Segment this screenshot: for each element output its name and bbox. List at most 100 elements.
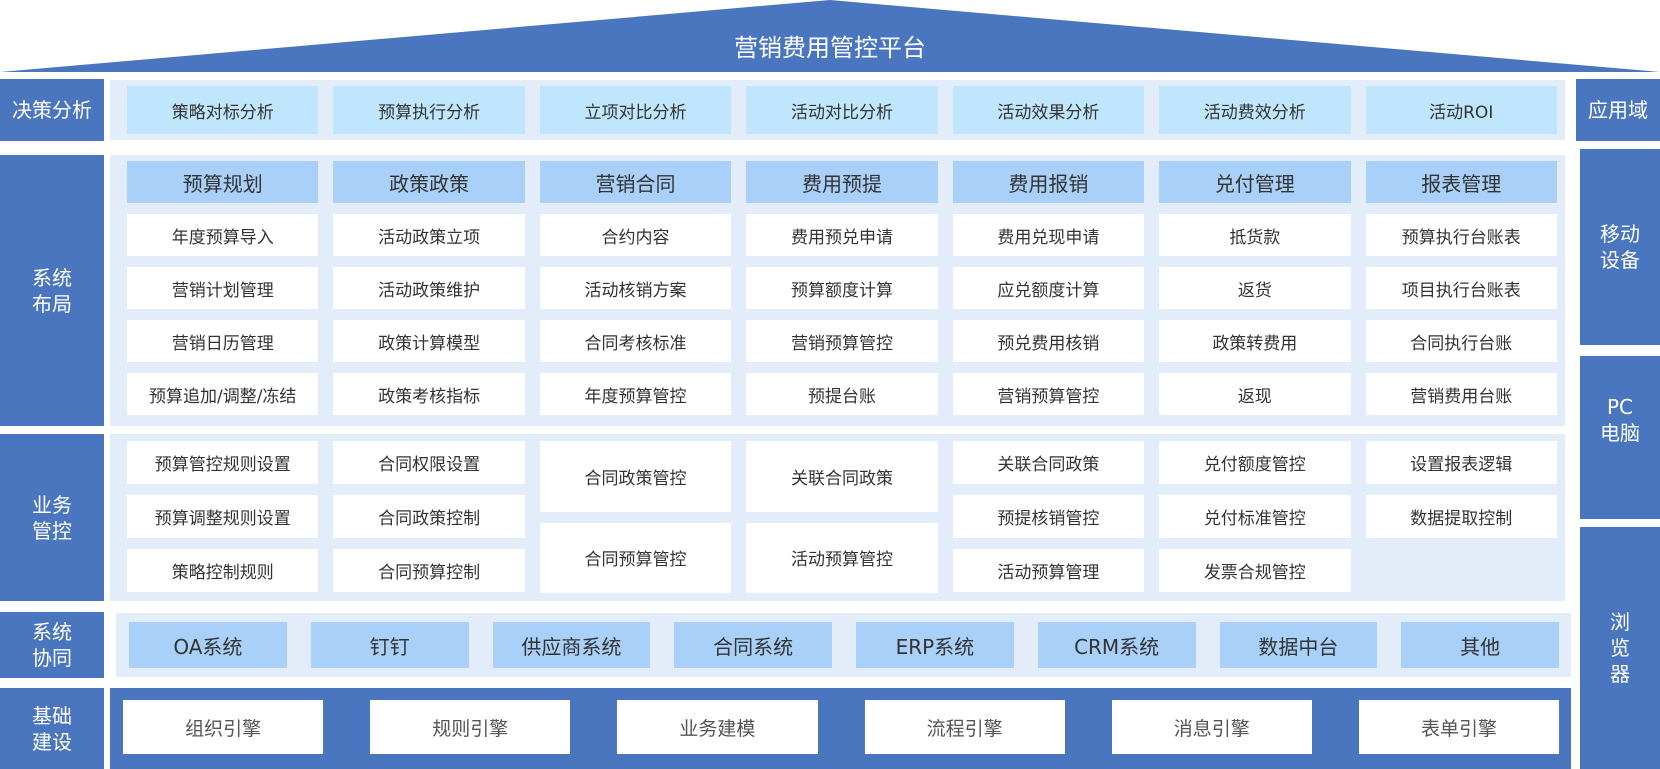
layout-item: 预兑费用核销 xyxy=(952,320,1145,362)
layout-item: 预算执行台账表 xyxy=(1365,214,1557,256)
layout-column-header: 营销合同 xyxy=(539,161,732,203)
layout-item: 营销计划管理 xyxy=(127,267,319,309)
layout-item: 年度预算管控 xyxy=(539,373,732,415)
layout-item: 活动政策立项 xyxy=(333,214,525,256)
decision-item: 活动ROI xyxy=(1365,86,1557,134)
control-item: 兑付额度管控 xyxy=(1159,441,1351,484)
base-panel xyxy=(110,688,1571,769)
control-column: 关联合同政策活动预算管控 xyxy=(746,441,938,593)
layout-item: 返现 xyxy=(1159,373,1351,415)
control-item: 合同预算控制 xyxy=(333,549,525,592)
layout-column: 营销合同合约内容活动核销方案合同考核标准年度预算管控 xyxy=(539,161,732,421)
control-item: 合同权限设置 xyxy=(333,441,525,484)
decision-row: 策略对标分析 预算执行分析 立项对比分析 活动对比分析 活动效果分析 活动费效分… xyxy=(127,86,1557,134)
layout-item: 营销日历管理 xyxy=(127,320,319,362)
control-grid: 预算管控规则设置预算调整规则设置策略控制规则合同权限设置合同政策控制合同预算控制… xyxy=(127,441,1557,593)
layout-item: 应兑额度计算 xyxy=(952,267,1145,309)
sync-item: 钉钉 xyxy=(310,622,469,668)
sync-item: 合同系统 xyxy=(674,622,832,668)
row-label-sync: 系统 协同 xyxy=(0,612,104,678)
row-label-control: 业务 管控 xyxy=(0,434,104,601)
base-item: 业务建模 xyxy=(617,700,818,754)
layout-grid: 预算规划年度预算导入营销计划管理营销日历管理预算追加/调整/冻结政策政策活动政策… xyxy=(127,161,1557,421)
base-item: 规则引擎 xyxy=(370,700,571,754)
layout-column-header: 政策政策 xyxy=(333,161,525,203)
control-item: 设置报表逻辑 xyxy=(1365,441,1557,484)
layout-item: 年度预算导入 xyxy=(127,214,319,256)
layout-item: 预算额度计算 xyxy=(746,267,938,309)
base-row: 组织引擎 规则引擎 业务建模 流程引擎 消息引擎 表单引擎 xyxy=(123,700,1560,754)
control-column: 合同权限设置合同政策控制合同预算控制 xyxy=(333,441,525,593)
sync-row: OA系统 钉钉 供应商系统 合同系统 ERP系统 CRM系统 数据中台 其他 xyxy=(129,622,1559,668)
layout-item: 营销费用台账 xyxy=(1365,373,1557,415)
layout-item: 抵货款 xyxy=(1159,214,1351,256)
control-item: 关联合同政策 xyxy=(746,441,938,512)
control-item: 活动预算管理 xyxy=(952,549,1145,592)
control-item: 数据提取控制 xyxy=(1365,495,1557,538)
control-item: 合同预算管控 xyxy=(539,522,732,593)
decision-item: 预算执行分析 xyxy=(333,86,525,134)
control-item: 发票合规管控 xyxy=(1159,549,1351,592)
layout-column-header: 报表管理 xyxy=(1365,161,1557,203)
sync-item: ERP系统 xyxy=(856,622,1014,668)
layout-column-header: 费用报销 xyxy=(952,161,1145,203)
control-column: 兑付额度管控兑付标准管控发票合规管控 xyxy=(1159,441,1351,593)
control-column: 关联合同政策预提核销管控活动预算管理 xyxy=(952,441,1145,593)
decision-item: 活动对比分析 xyxy=(746,86,938,134)
layout-item: 营销预算管控 xyxy=(746,320,938,362)
base-item: 消息引擎 xyxy=(1111,700,1312,754)
layout-item: 营销预算管控 xyxy=(952,373,1145,415)
app-pc: PC 电脑 xyxy=(1580,356,1660,519)
layout-item: 活动政策维护 xyxy=(333,267,525,309)
app-mobile: 移动 设备 xyxy=(1580,149,1660,345)
control-item: 合同政策管控 xyxy=(539,441,732,512)
control-column: 设置报表逻辑数据提取控制 xyxy=(1365,441,1557,593)
app-domain-label: 应用域 xyxy=(1576,79,1660,141)
base-item: 组织引擎 xyxy=(123,700,324,754)
row-label-layout: 系统 布局 xyxy=(0,155,104,426)
control-item: 兑付标准管控 xyxy=(1159,495,1351,538)
base-item: 流程引擎 xyxy=(864,700,1065,754)
control-column: 合同政策管控合同预算管控 xyxy=(539,441,732,593)
layout-column: 兑付管理抵货款返货政策转费用返现 xyxy=(1159,161,1351,421)
layout-column-header: 兑付管理 xyxy=(1159,161,1351,203)
layout-item: 合同执行台账 xyxy=(1365,320,1557,362)
sync-item: 供应商系统 xyxy=(492,622,651,668)
control-item: 预算管控规则设置 xyxy=(127,441,319,484)
control-item: 合同政策控制 xyxy=(333,495,525,538)
layout-item: 预提台账 xyxy=(746,373,938,415)
layout-item: 费用预兑申请 xyxy=(746,214,938,256)
sync-item: CRM系统 xyxy=(1037,622,1196,668)
control-item: 活动预算管控 xyxy=(746,522,938,593)
layout-column: 报表管理预算执行台账表项目执行台账表合同执行台账营销费用台账 xyxy=(1365,161,1557,421)
platform-title: 营销费用管控平台 xyxy=(734,34,926,62)
control-item: 关联合同政策 xyxy=(952,441,1145,484)
layout-item: 政策转费用 xyxy=(1159,320,1351,362)
layout-item: 费用兑现申请 xyxy=(952,214,1145,256)
app-browser: 浏 览 器 xyxy=(1580,527,1660,769)
row-label-base: 基础 建设 xyxy=(0,688,104,769)
sync-item: 其他 xyxy=(1401,622,1559,668)
layout-item: 政策计算模型 xyxy=(333,320,525,362)
layout-item: 预算追加/调整/冻结 xyxy=(127,373,319,415)
row-label-decision: 决策分析 xyxy=(0,79,104,141)
decision-item: 活动费效分析 xyxy=(1159,86,1351,134)
control-item: 预算调整规则设置 xyxy=(127,495,319,538)
base-item: 表单引擎 xyxy=(1358,700,1560,754)
layout-column-header: 预算规划 xyxy=(127,161,319,203)
layout-column: 政策政策活动政策立项活动政策维护政策计算模型政策考核指标 xyxy=(333,161,525,421)
control-item: 预提核销管控 xyxy=(952,495,1145,538)
layout-item: 返货 xyxy=(1159,267,1351,309)
layout-item: 项目执行台账表 xyxy=(1365,267,1557,309)
layout-column: 预算规划年度预算导入营销计划管理营销日历管理预算追加/调整/冻结 xyxy=(127,161,319,421)
decision-item: 策略对标分析 xyxy=(127,86,319,134)
layout-column-header: 费用预提 xyxy=(746,161,938,203)
sync-item: OA系统 xyxy=(129,622,287,668)
layout-item: 合约内容 xyxy=(539,214,732,256)
sync-item: 数据中台 xyxy=(1219,622,1378,668)
layout-item: 活动核销方案 xyxy=(539,267,732,309)
decision-item: 活动效果分析 xyxy=(952,86,1145,134)
layout-column: 费用报销费用兑现申请应兑额度计算预兑费用核销营销预算管控 xyxy=(952,161,1145,421)
decision-item: 立项对比分析 xyxy=(539,86,732,134)
layout-item: 政策考核指标 xyxy=(333,373,525,415)
